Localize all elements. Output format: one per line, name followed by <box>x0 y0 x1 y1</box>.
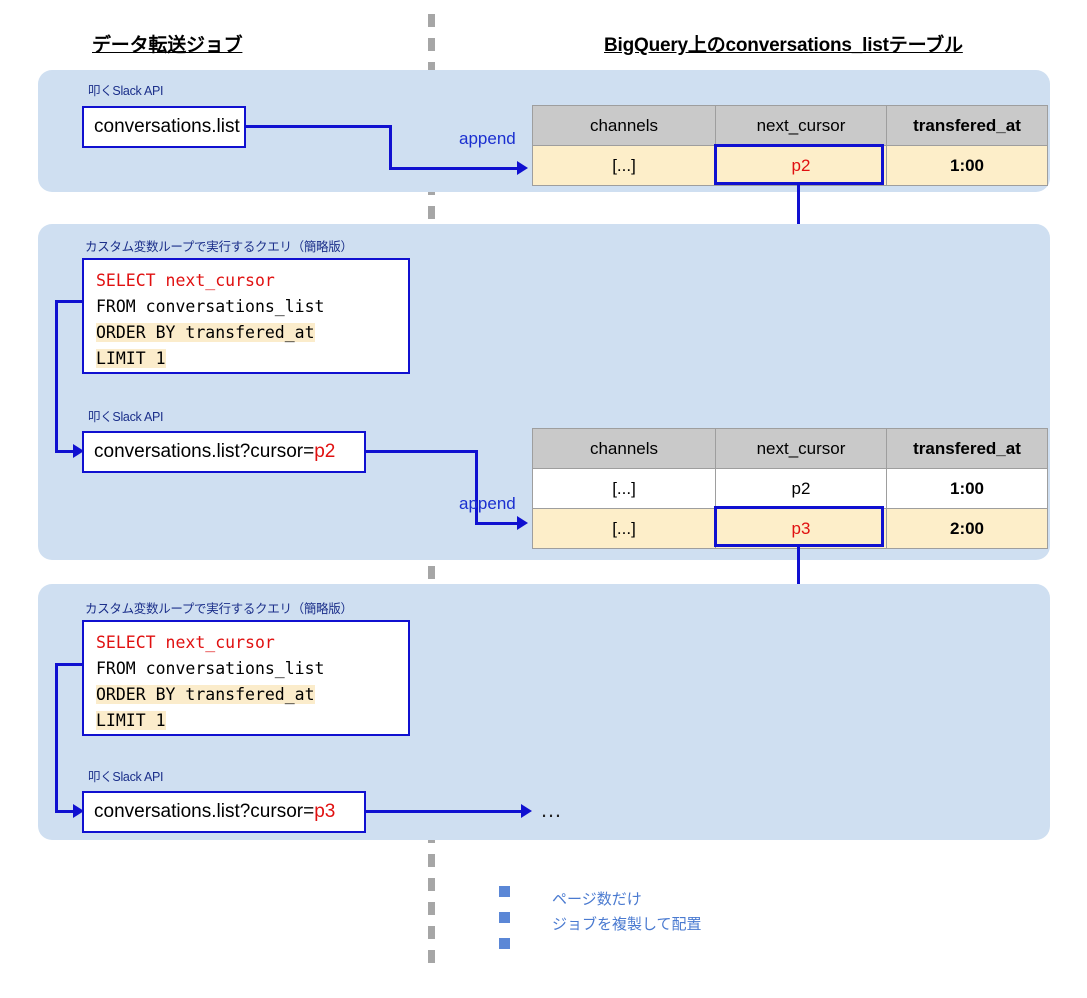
connector-6-seg-h1 <box>55 663 84 666</box>
api-call-text-2: conversations.list?cursor= <box>94 441 315 462</box>
api-call-text-3: conversations.list?cursor= <box>94 801 315 822</box>
edge-label-append-2: append <box>459 494 516 513</box>
cell-channels: [...] <box>532 468 716 509</box>
connector-4-seg-h1 <box>366 450 478 453</box>
footer-note-line-1: ページ数だけ <box>552 891 642 908</box>
connector-4-seg-v <box>475 450 478 525</box>
sql-line-4: LIMIT 1 <box>96 349 166 368</box>
connector-6-seg-h2 <box>55 810 75 813</box>
table-header-row: channels next_cursor transfered_at <box>532 428 1048 469</box>
sql-query-box-2[interactable]: SELECT next_cursor FROM conversations_li… <box>82 620 410 736</box>
col-header-next-cursor: next_cursor <box>715 428 887 469</box>
footer-bullet-square-2 <box>499 912 510 923</box>
heading-data-transfer-job: データ転送ジョブ <box>92 35 243 56</box>
connector-1-seg-h2 <box>389 167 519 170</box>
col-header-transfered-at: transfered_at <box>886 105 1048 146</box>
bq-table-snapshot-2: channels next_cursor transfered_at [...]… <box>532 428 1048 549</box>
table-header-row: channels next_cursor transfered_at <box>532 105 1048 146</box>
caption-query-2: カスタム変数ループで実行するクエリ（簡略版） <box>85 602 353 616</box>
connector-1-seg-h1 <box>246 125 392 128</box>
api-call-cursor-2: p2 <box>314 441 336 462</box>
connector-7-arrowhead <box>521 804 532 818</box>
sql-line-4: LIMIT 1 <box>96 711 166 730</box>
caption-slack-api-3: 叩くSlack API <box>88 770 164 784</box>
sql-line-3: ORDER BY transfered_at <box>96 323 315 342</box>
cell-transfered-at: 1:00 <box>886 468 1048 509</box>
continuation-ellipsis: … <box>540 797 563 822</box>
col-header-channels: channels <box>532 105 716 146</box>
footer-bullet-square-1 <box>499 886 510 897</box>
caption-query-1: カスタム変数ループで実行するクエリ（簡略版） <box>85 240 353 254</box>
cell-transfered-at: 2:00 <box>886 508 1048 549</box>
table-row: [...] p2 1:00 <box>532 468 1048 509</box>
connector-4-seg-h2 <box>475 522 519 525</box>
caption-slack-api-2: 叩くSlack API <box>88 410 164 424</box>
connector-3-seg-v <box>55 300 58 452</box>
cell-next-cursor: p3 <box>715 508 887 549</box>
cell-next-cursor: p2 <box>715 145 887 186</box>
bq-table-snapshot-1: channels next_cursor transfered_at [...]… <box>532 105 1048 186</box>
connector-7-seg-h <box>366 810 523 813</box>
sql-line-1: SELECT next_cursor <box>96 633 275 652</box>
sql-line-3: ORDER BY transfered_at <box>96 685 315 704</box>
connector-3-seg-h1 <box>55 300 84 303</box>
col-header-channels: channels <box>532 428 716 469</box>
api-call-box-1[interactable]: conversations.list <box>82 106 246 148</box>
api-call-box-3[interactable]: conversations.list?cursor=p3 <box>82 791 366 833</box>
cell-next-cursor: p2 <box>715 468 887 509</box>
heading-bigquery-table: BigQuery上のconversations_listテーブル <box>604 35 963 56</box>
table-row: [...] p2 1:00 <box>532 145 1048 186</box>
caption-slack-api-1: 叩くSlack API <box>88 84 164 98</box>
cell-channels: [...] <box>532 508 716 549</box>
connector-6-arrowhead <box>73 804 84 818</box>
connector-6-seg-v <box>55 663 58 813</box>
sql-line-2: FROM conversations_list <box>96 297 325 316</box>
api-call-box-2[interactable]: conversations.list?cursor=p2 <box>82 431 366 473</box>
sql-query-box-1[interactable]: SELECT next_cursor FROM conversations_li… <box>82 258 410 374</box>
connector-4-arrowhead <box>517 516 528 530</box>
table-row: [...] p3 2:00 <box>532 508 1048 549</box>
footer-note-line-2: ジョブを複製して配置 <box>552 916 702 933</box>
api-call-text-1: conversations.list <box>94 116 240 137</box>
api-call-cursor-3: p3 <box>314 801 336 822</box>
col-header-next-cursor: next_cursor <box>715 105 887 146</box>
sql-line-1: SELECT next_cursor <box>96 271 275 290</box>
connector-3-seg-h2 <box>55 450 75 453</box>
sql-line-2: FROM conversations_list <box>96 659 325 678</box>
connector-1-arrowhead <box>517 161 528 175</box>
edge-label-append-1: append <box>459 129 516 148</box>
footer-bullet-square-3 <box>499 938 510 949</box>
cell-transfered-at: 1:00 <box>886 145 1048 186</box>
connector-3-arrowhead <box>73 444 84 458</box>
col-header-transfered-at: transfered_at <box>886 428 1048 469</box>
cell-channels: [...] <box>532 145 716 186</box>
connector-1-seg-v <box>389 125 392 170</box>
